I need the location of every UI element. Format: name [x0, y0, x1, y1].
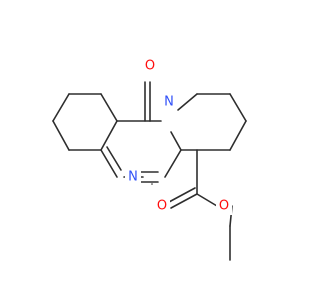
bonds: [52, 81, 247, 261]
bond: [52, 120, 70, 151]
structure-canvas: O N N O O: [52, 57, 247, 261]
ester-ether-oxygen-label: O: [219, 199, 229, 214]
atom-label-background: [142, 57, 158, 75]
atom-label-background: [216, 197, 232, 215]
bond: [100, 120, 118, 151]
atom-label-background: [161, 93, 177, 111]
bond: [229, 120, 247, 151]
atom-label-background: [154, 197, 170, 215]
atom-label-background: [125, 168, 141, 186]
bond: [100, 149, 118, 178]
bond: [170, 193, 198, 209]
bond: [52, 93, 70, 122]
bond: [177, 93, 198, 111]
bond: [229, 93, 247, 122]
bond: [196, 193, 218, 207]
imine-nitrogen-label: N: [128, 170, 138, 185]
carbonyl-oxygen-label: O: [145, 59, 155, 74]
bond: [168, 187, 196, 203]
bond: [170, 131, 182, 151]
bond: [164, 149, 182, 178]
bond: [106, 146, 122, 171]
ester-carbonyl-oxygen-label: O: [157, 199, 167, 214]
bond: [100, 93, 118, 122]
atom-label-backgrounds: [125, 57, 232, 215]
ring-nitrogen-label: N: [164, 95, 174, 110]
molecule-structure-diagram: O N N O O: [52, 57, 247, 261]
